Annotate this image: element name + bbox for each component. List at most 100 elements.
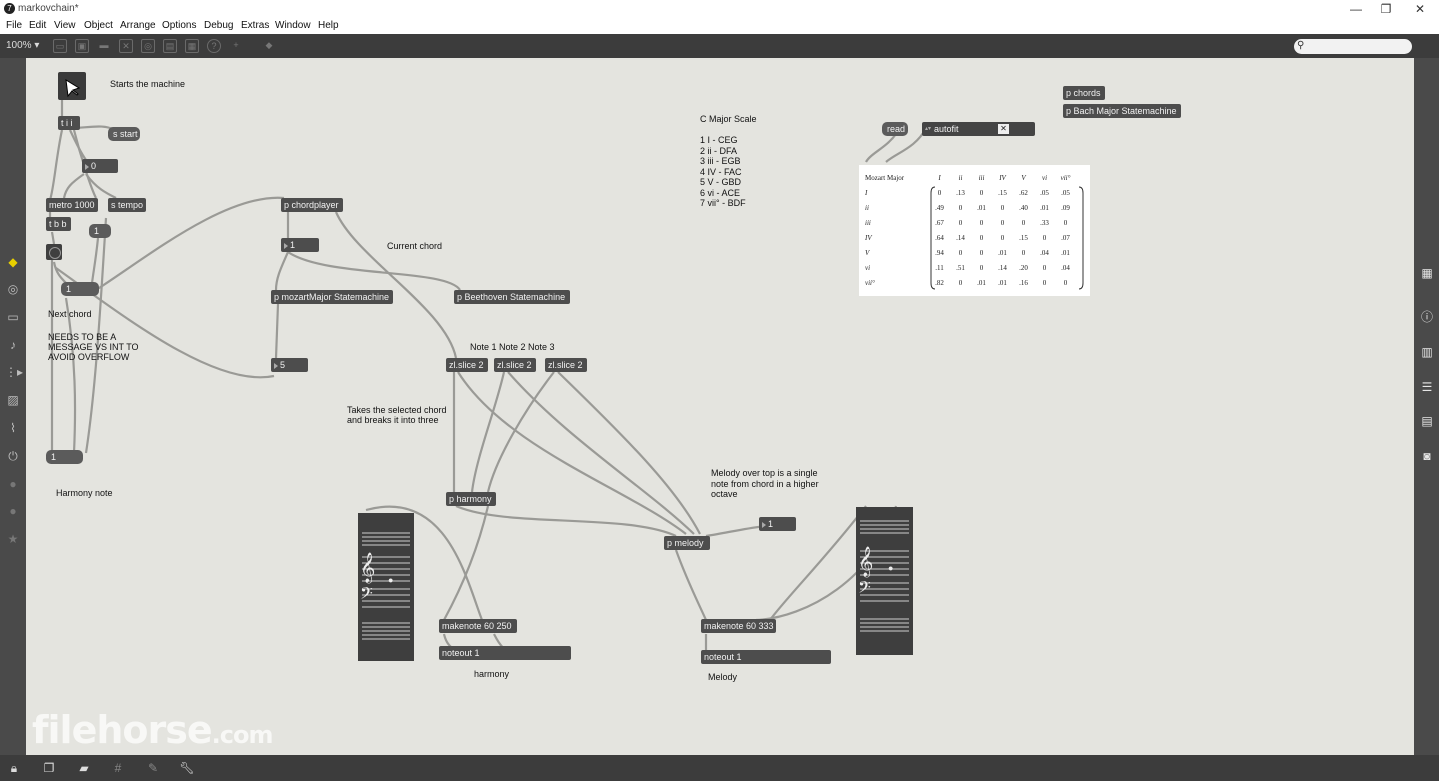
send-tempo-object[interactable]: s tempo [108,198,146,212]
menu-edit[interactable]: Edit [29,20,47,31]
bach-statemachine-object[interactable]: p Bach Major Statemachine [1063,104,1181,118]
staff-lines [362,532,410,640]
star-icon[interactable]: ★ [7,532,19,546]
help-icon[interactable]: ? [207,39,221,53]
image-icon[interactable]: ▨ [7,393,19,407]
windows-icon[interactable]: ❐ [43,761,55,775]
chat-icon[interactable]: ▰ [79,761,89,775]
zl-slice-object-1[interactable]: zl.slice 2 [446,358,488,372]
matrix-col-header: vi [1041,174,1048,182]
search-input[interactable]: ⚲ [1294,39,1412,54]
zl-slice-object-2[interactable]: zl.slice 2 [494,358,536,372]
add-icon[interactable]: + [233,40,239,50]
matrix-col-header: ii [958,174,963,182]
makenote-harmony-object[interactable]: makenote 60 250 [439,619,517,633]
lock-icon[interactable]: 🔒︎ [10,761,18,775]
matrix-col-header: iii [978,174,985,182]
zoom-select[interactable]: 100% ▾ [6,40,40,51]
trigger-bang-object[interactable]: t b b [46,217,71,231]
columns-icon[interactable]: ▥ [1421,345,1433,359]
bass-clef-icon: 𝄢 [858,577,871,601]
mozart-statemachine-object[interactable]: p mozartMajor Statemachine [271,290,393,304]
disc-icon[interactable]: ● [9,504,17,518]
makenote-melody-object[interactable]: makenote 60 333 [701,619,776,633]
chord-five-number[interactable]: 5 [271,358,308,372]
close-icon[interactable]: ✕ [119,39,133,53]
comment-notes-header: Note 1 Note 2 Note 3 [470,342,555,352]
panel-icon[interactable]: ▤ [163,39,177,53]
right-sidebar: ▦ ⓘ ▥ ☰ ▤ ◙ [1414,58,1439,755]
autofit-menu[interactable]: ▴▾ autofit ✕ [922,122,1035,136]
menu-arrange[interactable]: Arrange [120,20,156,31]
plug-icon[interactable]: ⏻ [8,449,18,463]
harmony-notation-staff: 𝄞 𝄢 ● [358,513,414,661]
circle-icon[interactable]: ◎ [7,282,19,296]
menu-object[interactable]: Object [84,20,113,31]
menu-window[interactable]: Window [275,20,311,31]
melody-object[interactable]: p melody [664,536,710,550]
bottom-toolbar: 🔒︎ ❐ ▰ # ✎ 🔧︎ [0,755,1439,781]
beethoven-statemachine-object[interactable]: p Beethoven Statemachine [454,290,570,304]
rect-icon[interactable]: ▭ [7,310,19,324]
checkbox-icon[interactable]: ✕ [998,124,1009,134]
send-start-message[interactable]: s start [108,127,140,141]
matrix-table: Mozart Major I ii iii IV V vi vii° I 0.1… [863,171,1076,290]
info-icon[interactable]: ⓘ [1420,310,1433,324]
clip-icon[interactable]: ⌇ [10,421,16,435]
cube-icon[interactable]: ◆ [8,255,18,269]
restore-button[interactable]: ❐ [1380,2,1392,16]
menu-debug[interactable]: Debug [204,20,234,31]
window-title: markovchain* [18,3,79,14]
melody-number[interactable]: 1 [759,517,796,531]
patcher-canvas[interactable]: Starts the machine t i i s start 0 metro… [26,58,1414,755]
wrench-icon[interactable]: 🔧︎ [179,761,195,775]
harmony-note-message[interactable]: 1 [46,450,83,464]
bang-button[interactable] [46,244,62,260]
book-icon[interactable]: ▤ [1421,414,1433,428]
minimize-button[interactable]: — [1350,2,1362,16]
comment-current-chord: Current chord [387,241,443,251]
treble-clef-icon: 𝄞 [858,547,874,577]
pause-icon[interactable]: ● [9,477,17,491]
comment-starts: Starts the machine [110,79,186,89]
presentation-icon[interactable]: ▣ [75,39,89,53]
navigation-icon[interactable]: ◆ [265,40,273,50]
zl-slice-object-3[interactable]: zl.slice 2 [545,358,587,372]
comment-harmony: harmony [474,669,510,679]
menu-options[interactable]: Options [162,20,197,31]
trigger-object[interactable]: t i i [58,116,80,130]
close-window-button[interactable]: ✕ [1414,2,1426,16]
read-message[interactable]: read [882,122,908,136]
chordplayer-object[interactable]: p chordplayer [281,198,343,212]
noteout-harmony-object[interactable]: noteout 1 [439,646,571,660]
menu-view[interactable]: View [54,20,76,31]
current-chord-number[interactable]: 1 [281,238,319,252]
matrix-brackets [930,186,1084,290]
noteout-melody-object[interactable]: noteout 1 [701,650,831,664]
comment-icon[interactable]: ▬ [99,40,109,50]
filehorse-watermark: filehorse.com [32,708,273,752]
note-icon[interactable]: ♪ [10,338,16,352]
metro-object[interactable]: metro 1000 [46,198,98,212]
note-head-icon: ● [888,563,894,573]
grid-icon[interactable]: ▦ [1421,266,1433,280]
grid-icon[interactable]: ▦ [185,39,199,53]
message-box[interactable]: 1 [89,224,111,238]
number-box[interactable]: 0 [82,159,118,173]
menu-help[interactable]: Help [318,20,339,31]
list-icon[interactable]: ☰ [1421,380,1433,394]
start-toggle[interactable] [58,72,86,100]
pencil-icon[interactable]: ✎ [147,761,159,775]
menu-file[interactable]: File [6,20,23,31]
chords-object[interactable]: p chords [1063,86,1105,100]
menu-extras[interactable]: Extras [241,20,270,31]
grid-icon[interactable]: # [114,761,122,775]
autofit-label: autofit [934,124,959,134]
next-chord-message[interactable]: 1 [61,282,99,296]
target-icon[interactable]: ◎ [141,39,155,53]
play-list-icon[interactable]: ⋮▸ [5,365,24,379]
locked-patch-icon[interactable]: ▭ [53,39,67,53]
camera-icon[interactable]: ◙ [1423,449,1431,463]
search-icon: ⚲ [1297,40,1305,51]
harmony-object[interactable]: p harmony [446,492,496,506]
